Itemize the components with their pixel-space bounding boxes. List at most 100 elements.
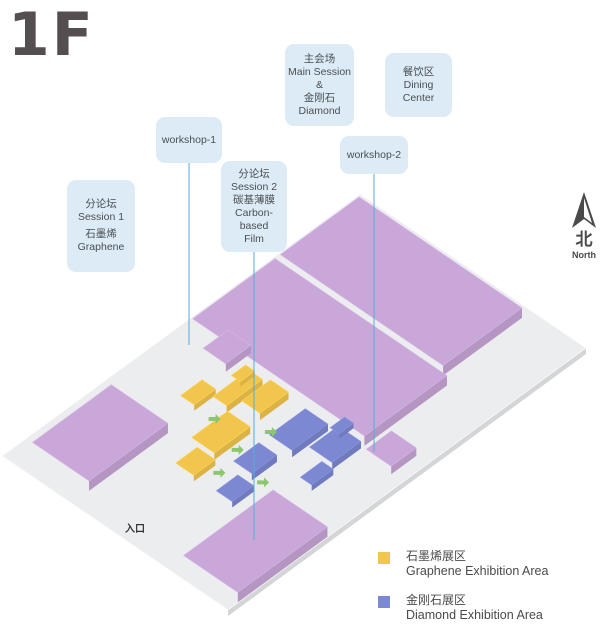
- hall-main-session-front: [364, 375, 447, 446]
- walkway-arrow-group: [208, 414, 277, 488]
- main-session-en: Main Session: [287, 65, 352, 78]
- walkway-arrow-2: [264, 427, 277, 437]
- north-indicator: 北 North: [566, 192, 602, 260]
- session-2-topic-zh: 碳基薄膜: [233, 193, 275, 206]
- hall-session-2: [183, 489, 328, 603]
- diamond-booth-e-front: [311, 469, 334, 491]
- diamond-booth-b-front: [251, 455, 277, 481]
- hall-dining-top: [279, 196, 523, 366]
- room-workshop-2-front: [391, 447, 417, 475]
- session-2-label[interactable]: 分论坛 Session 2 碳基薄膜 Carbon- based Film: [221, 161, 287, 252]
- diamond-booth-e: [299, 461, 334, 491]
- walkway-arrow-1: [208, 414, 221, 424]
- hall-main-session-top: [192, 258, 448, 437]
- diamond-booth-c: [215, 474, 255, 508]
- main-session-zh: 主会场: [303, 52, 336, 65]
- legend-graphene-text: 石墨烯展区 Graphene Exhibition Area: [406, 549, 548, 579]
- session-1-label[interactable]: 分论坛 Session 1 石墨烯 Graphene: [67, 180, 135, 272]
- room-workshop-2-top: [365, 430, 417, 467]
- main-session-label[interactable]: 主会场 Main Session & 金刚石 Diamond: [285, 44, 354, 126]
- hall-group: [31, 196, 523, 603]
- session-1-topic-zh: 石墨烯: [85, 228, 117, 240]
- workshop-1-label[interactable]: workshop-1: [156, 117, 222, 163]
- graphene-booth-f-top: [230, 364, 256, 382]
- dining-en: Dining: [403, 78, 434, 91]
- dining-en-2: Center: [402, 91, 435, 104]
- workshop-2-text: workshop-2: [346, 148, 402, 161]
- session-2-zh: 分论坛: [238, 167, 270, 180]
- hall-session-1-front: [89, 423, 168, 491]
- floor-plate-front: [228, 348, 586, 616]
- session-2-topic-en-2: based: [239, 219, 269, 232]
- main-session-diamond-zh: 金刚石: [303, 91, 336, 104]
- legend-diamond-en: Diamond Exhibition Area: [406, 608, 543, 622]
- graphene-booth-c: [241, 379, 290, 421]
- diamond-booth-d-top: [309, 425, 362, 463]
- diamond-booth-d: [309, 425, 362, 470]
- diamond-booth-b-top: [233, 442, 278, 474]
- session-1-zh: 分论坛: [85, 198, 117, 210]
- room-workshop-2: [365, 430, 417, 475]
- legend-diamond-zh: 金刚石展区: [406, 593, 467, 607]
- legend-graphene-en: Graphene Exhibition Area: [406, 564, 549, 578]
- graphene-booth-c-front: [259, 392, 289, 421]
- walkway-arrow-5: [257, 477, 270, 488]
- graphene-booth-b-front: [226, 379, 263, 413]
- room-workshop-1: [202, 329, 252, 372]
- leader-line-group: [188, 163, 375, 540]
- workshop-2-label[interactable]: workshop-2: [340, 136, 408, 174]
- legend-diamond-text: 金刚石展区 Diamond Exhibition Area: [406, 593, 543, 623]
- north-label-zh: 北: [575, 230, 593, 249]
- hall-main-session: [192, 258, 448, 446]
- hall-session-1-top: [31, 384, 169, 482]
- diamond-booth-c-front: [232, 485, 254, 508]
- diamond-booth-f-front: [339, 423, 354, 439]
- graphene-booth-f-front: [240, 371, 255, 387]
- diamond-booth-f: [329, 416, 355, 439]
- workshop-1-text: workshop-1: [161, 133, 217, 146]
- session-2-topic-en-1: Carbon-: [235, 206, 273, 219]
- dining-zh: 餐饮区: [402, 65, 435, 78]
- graphene-booth-e-top: [175, 446, 216, 476]
- diamond-booth-e-top: [299, 461, 334, 486]
- graphene-booth-a-top: [180, 379, 217, 406]
- legend-graphene-swatch: [378, 552, 390, 564]
- room-workshop-1-top: [202, 329, 252, 365]
- booth-group: [175, 364, 362, 508]
- graphene-booth-f: [230, 364, 256, 387]
- north-arrow-icon: [572, 192, 596, 228]
- graphene-booth-d: [191, 410, 251, 460]
- diamond-booth-a: [268, 408, 329, 458]
- session-2-en: Session 2: [230, 180, 278, 193]
- walkway-arrow-3: [231, 444, 244, 455]
- diamond-booth-b: [233, 442, 278, 481]
- entrance-label: 入口: [125, 524, 145, 535]
- main-session-amp: &: [315, 78, 323, 91]
- main-session-diamond-en: Diamond: [298, 104, 341, 117]
- legend-diamond-swatch: [378, 596, 390, 608]
- diamond-booth-d-front: [332, 441, 361, 470]
- hall-dining: [279, 196, 523, 376]
- north-label-en: North: [572, 250, 596, 260]
- graphene-booth-a: [180, 379, 217, 411]
- hall-session-2-top: [183, 489, 328, 593]
- floor-title: 1F: [8, 0, 95, 70]
- graphene-booth-d-front: [214, 426, 251, 460]
- dining-center-label[interactable]: 餐饮区 Dining Center: [385, 53, 452, 117]
- hall-session-2-front: [237, 526, 328, 603]
- hall-dining-front: [443, 307, 522, 376]
- diamond-booth-f-top: [329, 416, 355, 435]
- graphene-booth-a-front: [194, 389, 216, 411]
- legend-graphene-zh: 石墨烯展区: [406, 549, 467, 563]
- diamond-booth-a-top: [268, 408, 329, 451]
- room-workshop-1-front: [225, 345, 251, 372]
- graphene-booth-e: [175, 446, 216, 482]
- session-2-topic-en-3: Film: [244, 232, 264, 245]
- hall-session-1: [31, 384, 169, 491]
- walkway-arrow-4: [213, 467, 226, 478]
- session-1-en: Session 1: [77, 211, 125, 223]
- diamond-booth-a-front: [292, 424, 328, 458]
- session-1-topic-en: Graphene: [77, 241, 125, 253]
- graphene-booth-e-front: [193, 459, 216, 482]
